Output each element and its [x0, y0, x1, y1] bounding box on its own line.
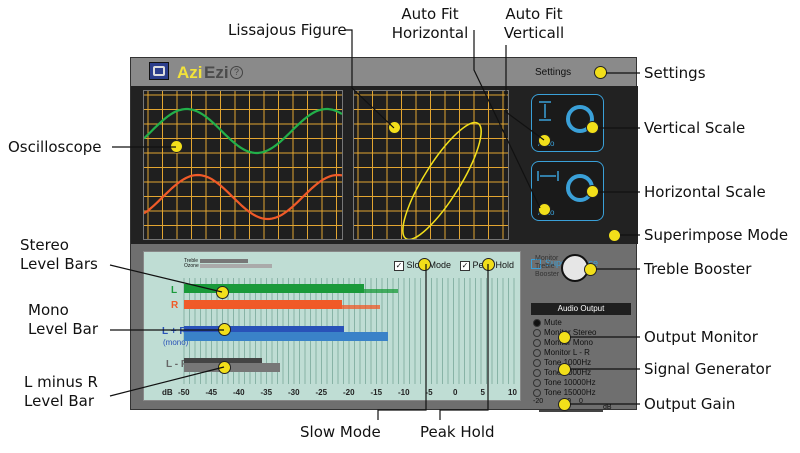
callout-signal-generator: Signal Generator: [644, 360, 772, 378]
treble-mini-label: Treble: [184, 258, 198, 264]
level-meter-panel: Treble Ozone ✓ Slow Mode ✓ Peak Hold L R…: [143, 251, 521, 401]
ozone-mini-meter: [200, 264, 272, 268]
output-option-radio[interactable]: [533, 328, 541, 337]
lminusr-bar-marker: [218, 361, 231, 374]
db-tick-label: 0: [453, 388, 458, 397]
output-option-label: Mute: [544, 318, 562, 327]
right-level-bar: [184, 300, 342, 309]
callout-horizontal-scale: Horizontal Scale: [644, 183, 766, 201]
superimpose-checkbox[interactable]: [531, 258, 541, 269]
db-tick-label: 5: [480, 388, 485, 397]
oscilloscope-grid: [143, 91, 343, 239]
db-tick-label: -50: [178, 388, 190, 397]
output-option-radio[interactable]: [533, 378, 541, 387]
channel-lplusr-label: L + R: [162, 326, 187, 337]
right-average-bar: [184, 305, 380, 309]
db-tick-label: -35: [260, 388, 273, 397]
callout-output-gain: Output Gain: [644, 395, 736, 413]
output-option-label: Tone 15000Hz: [544, 388, 596, 397]
horizontal-fit-icon[interactable]: [537, 170, 559, 182]
mono-label: (mono): [163, 338, 189, 347]
db-tick-label: -10: [398, 388, 410, 397]
db-tick-label: -25: [315, 388, 328, 397]
output-option-0[interactable]: Mute: [533, 318, 562, 327]
db-tick-label: -5: [425, 388, 433, 397]
output-option-label: Tone 10000Hz: [544, 378, 596, 387]
app-name-ezi: Ezi: [204, 63, 229, 82]
channel-r-label: R: [171, 300, 179, 311]
lminusr-average-bar: [184, 363, 280, 372]
output-option-radio[interactable]: [533, 338, 541, 347]
output-option-radio[interactable]: [533, 348, 541, 357]
settings-button[interactable]: Settings: [535, 67, 572, 78]
callout-treble-booster: Treble Booster: [644, 260, 752, 278]
callout-settings: Settings: [644, 64, 706, 82]
db-axis-label: dB: [162, 388, 173, 397]
vertical-scale-knob[interactable]: [566, 105, 594, 133]
output-option-4[interactable]: Tone 1000Hz: [533, 358, 591, 367]
output-option-radio[interactable]: [533, 388, 541, 397]
output-gain-slider[interactable]: [539, 410, 603, 412]
callout-slow-mode: Slow Mode: [300, 423, 381, 441]
slow-mode-marker: [418, 258, 431, 271]
output-option-6[interactable]: Tone 10000Hz: [533, 378, 596, 387]
channel-l-label: L: [171, 285, 178, 296]
vertical-fit-icon[interactable]: [538, 101, 552, 121]
db-tick-label: -45: [205, 388, 218, 397]
callout-peak-hold: Peak Hold: [420, 423, 495, 441]
channel-lminusr-label: L - R: [166, 359, 189, 370]
output-option-1[interactable]: Monitor Stereo: [533, 328, 596, 337]
help-icon[interactable]: ?: [230, 66, 243, 79]
scope-panel: Auto Auto Superimpose: [131, 86, 638, 269]
db-tick-label: -30: [288, 388, 300, 397]
lissajous-marker: [388, 121, 401, 134]
treble-mini-meter: [200, 259, 248, 263]
db-tick-label: -40: [233, 388, 245, 397]
title-bar: Azi Ezi ? Settings: [131, 58, 636, 87]
db-tick-label: 10: [508, 388, 517, 397]
output-option-radio[interactable]: [533, 318, 541, 327]
right-channel-trace: [143, 173, 343, 221]
oscilloscope-display: [143, 90, 343, 240]
output-option-label: Tone 1000Hz: [544, 358, 592, 367]
output-option-3[interactable]: Monitor L - R: [533, 348, 590, 357]
left-level-bar: [184, 284, 364, 293]
left-average-bar: [184, 289, 398, 293]
callout-output-monitor: Output Monitor: [644, 328, 758, 346]
app-window: Azi Ezi ? Settings: [130, 57, 638, 412]
stereo-bars-marker: [216, 286, 229, 299]
callout-oscilloscope: Oscilloscope: [8, 138, 102, 156]
output-gain-unit: dB: [603, 404, 612, 411]
ozone-mini-label: Ozone: [184, 263, 199, 269]
db-tick-label: -15: [370, 388, 383, 397]
output-option-radio[interactable]: [533, 368, 541, 377]
left-channel-trace: [143, 107, 343, 155]
mono-average-bar: [184, 332, 388, 341]
callout-superimpose-mode: Superimpose Mode: [644, 226, 789, 244]
mono-level-bar: [184, 326, 344, 335]
callout-vertical-scale: Vertical Scale: [644, 119, 746, 137]
lissajous-grid: [354, 91, 508, 241]
output-option-7[interactable]: Tone 15000Hz: [533, 388, 596, 397]
lissajous-figure: [402, 121, 482, 241]
audio-output-header: Audio Output: [531, 303, 631, 315]
output-option-label: Monitor L - R: [544, 348, 590, 357]
callout-lissajous: Lissajous Figure: [228, 21, 347, 39]
db-tick-label: -20: [343, 388, 355, 397]
lissajous-display: [353, 90, 509, 241]
app-name-azi: Azi: [177, 63, 203, 82]
auto-horizontal-marker: [538, 203, 551, 216]
output-option-label: Monitor Stereo: [544, 328, 597, 337]
output-option-radio[interactable]: [533, 358, 541, 367]
app-logo-icon: [149, 62, 169, 80]
